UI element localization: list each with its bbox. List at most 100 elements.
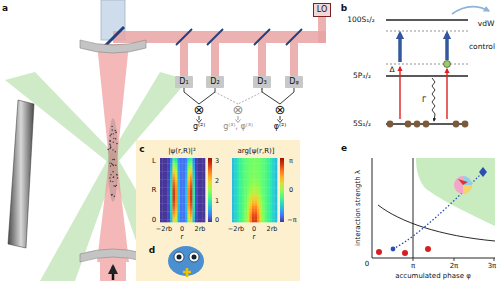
node-label: Dᵩ — [289, 78, 298, 86]
heatmaps — [203, 161, 206, 164]
heatmaps — [265, 166, 268, 169]
heatmaps — [183, 201, 186, 204]
heatmaps — [242, 182, 245, 185]
heatmaps — [247, 217, 250, 220]
heatmaps — [250, 198, 253, 201]
heatmaps — [250, 211, 253, 214]
heatmaps — [163, 195, 166, 198]
heatmaps — [173, 198, 176, 201]
atom-cloud — [115, 130, 116, 131]
heatmaps — [272, 206, 275, 209]
node-label: D₂ — [210, 78, 219, 86]
heatmaps — [170, 193, 173, 196]
phase-diagram — [494, 258, 495, 261]
level-scheme — [462, 121, 469, 128]
heatmaps — [200, 171, 203, 174]
heatmaps — [235, 161, 238, 164]
heatmaps — [255, 211, 258, 214]
heatmaps — [250, 190, 253, 193]
level-scheme — [444, 61, 451, 68]
heatmaps — [272, 190, 275, 193]
heatmaps — [257, 185, 260, 188]
heatmaps — [163, 193, 166, 196]
heatmaps — [232, 209, 235, 212]
heatmaps — [160, 203, 163, 206]
heatmaps — [160, 190, 163, 193]
heatmaps — [235, 177, 238, 180]
heatmaps — [235, 203, 238, 206]
heatmaps — [173, 209, 176, 212]
heatmaps — [168, 158, 171, 161]
heatmaps — [190, 171, 193, 174]
heatmaps — [260, 169, 263, 172]
heatmaps — [257, 217, 260, 220]
heatmaps — [237, 209, 240, 212]
heatmaps — [270, 190, 273, 193]
heatmaps — [203, 182, 206, 185]
atom-cloud — [109, 162, 110, 163]
heatmaps — [240, 195, 243, 198]
heatmaps — [188, 163, 191, 166]
heatmaps — [193, 217, 196, 220]
heatmaps — [267, 169, 270, 172]
heatmaps — [250, 171, 253, 174]
heatmaps — [265, 198, 268, 201]
heatmaps — [190, 169, 193, 172]
heatmaps — [240, 190, 243, 193]
heatmaps — [170, 171, 173, 174]
output-arrow — [276, 116, 284, 123]
heatmaps — [180, 214, 183, 217]
heatmaps — [262, 206, 265, 209]
heatmaps — [203, 211, 206, 214]
heatmaps — [265, 171, 268, 174]
heatmaps — [195, 171, 198, 174]
heatmaps — [198, 217, 201, 220]
heatmaps — [198, 211, 201, 214]
heatmaps — [267, 185, 270, 188]
heatmaps — [198, 179, 201, 182]
heatmaps — [173, 201, 176, 204]
heatmaps — [232, 193, 235, 196]
heatmaps — [203, 163, 206, 166]
heatmaps — [237, 161, 240, 164]
heatmaps — [203, 166, 206, 169]
panel-letter: b — [341, 4, 347, 13]
phase-diagram — [425, 246, 431, 252]
heatmaps — [170, 217, 173, 220]
heatmaps — [252, 187, 255, 190]
heatmaps — [170, 187, 173, 190]
heatmaps — [262, 163, 265, 166]
heatmaps — [262, 166, 265, 169]
optics — [112, 266, 115, 280]
phase-diagram — [413, 158, 414, 258]
heatmaps — [193, 203, 196, 206]
heatmaps — [260, 177, 263, 180]
heatmaps — [275, 206, 278, 209]
level-scheme — [386, 64, 468, 65]
heatmaps — [203, 201, 206, 204]
heatmaps — [240, 187, 243, 190]
heatmaps — [198, 161, 201, 164]
heatmaps — [267, 193, 270, 196]
heatmaps — [235, 206, 238, 209]
heatmaps — [247, 182, 250, 185]
heatmaps — [260, 217, 263, 220]
heatmaps — [240, 201, 243, 204]
heatmaps — [175, 179, 178, 182]
heatmaps — [180, 161, 183, 164]
heatmaps — [185, 211, 188, 214]
heatmaps — [267, 217, 270, 220]
panel-letter: e — [341, 144, 347, 153]
heatmaps — [160, 187, 163, 190]
heatmaps — [203, 217, 206, 220]
heatmaps — [265, 206, 268, 209]
heatmaps — [272, 185, 275, 188]
heatmaps — [275, 185, 278, 188]
heatmaps — [188, 201, 191, 204]
heatmaps — [178, 161, 181, 164]
heatmaps — [267, 166, 270, 169]
heatmaps — [168, 219, 171, 222]
image-strip — [8, 100, 34, 248]
heatmaps — [280, 158, 284, 222]
